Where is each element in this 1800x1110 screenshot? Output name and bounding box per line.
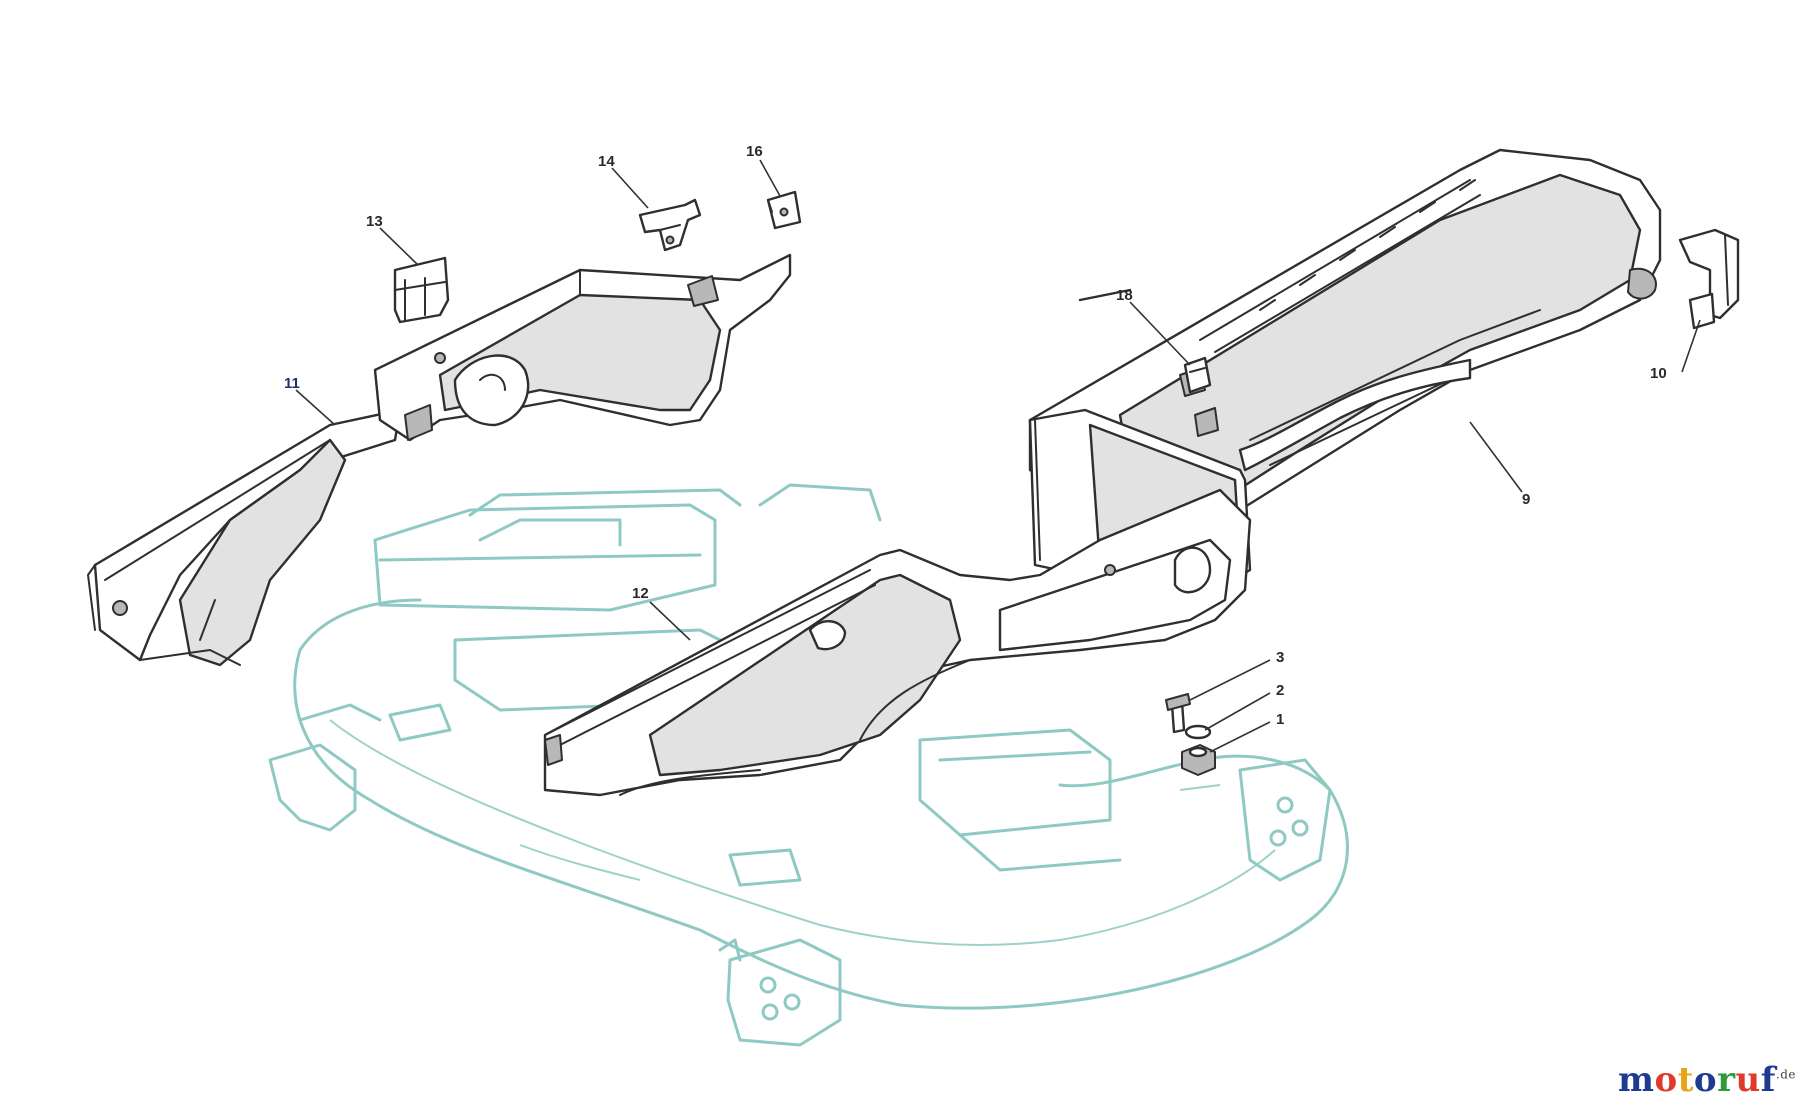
callout-10: 10 (1650, 365, 1667, 382)
motoruf-logo-letter: m (1618, 1060, 1655, 1100)
part-10-end-bracket (1678, 228, 1740, 330)
center-channel (543, 488, 1252, 797)
motoruf-logo-letter: f (1760, 1060, 1776, 1100)
callout-13: 13 (366, 213, 383, 230)
callout-14: 14 (598, 153, 615, 170)
callout-labels: 13 14 16 11 18 10 9 12 3 2 1 (284, 143, 1667, 728)
callout-1: 1 (1276, 711, 1284, 728)
motoruf-logo-text: motoruf (1618, 1060, 1776, 1100)
motoruf-logo-letter: o (1654, 1060, 1678, 1100)
motoruf-logo-letter: r (1717, 1060, 1736, 1100)
part-16-bracket (766, 190, 802, 230)
motoruf-logo-letter: u (1735, 1060, 1761, 1100)
callout-12: 12 (632, 585, 649, 602)
part-12-upper-housing (373, 253, 792, 442)
callout-3: 3 (1276, 649, 1284, 666)
fastener-2-washer (1184, 724, 1212, 740)
motoruf-logo-letter: o (1693, 1060, 1718, 1100)
part-11-left-chute (87, 408, 402, 667)
callout-11: 11 (284, 375, 300, 392)
fastener-3-pin (1165, 693, 1191, 734)
mower-deck-outline (268, 483, 1349, 1047)
callout-16: 16 (746, 143, 763, 160)
motoruf-logo-letter: t (1677, 1060, 1694, 1100)
part-14-bracket (638, 198, 702, 252)
motoruf-logo: motoruf.de (1618, 1060, 1796, 1100)
part-13-clip (393, 256, 450, 324)
callout-2: 2 (1276, 682, 1284, 699)
motoruf-logo-suffix: .de (1775, 1067, 1796, 1082)
part-18-clip (1183, 356, 1212, 394)
callout-18: 18 (1116, 287, 1133, 304)
callout-9: 9 (1522, 491, 1530, 508)
fastener-1-nut (1181, 744, 1216, 776)
leader-lines (295, 159, 1701, 753)
